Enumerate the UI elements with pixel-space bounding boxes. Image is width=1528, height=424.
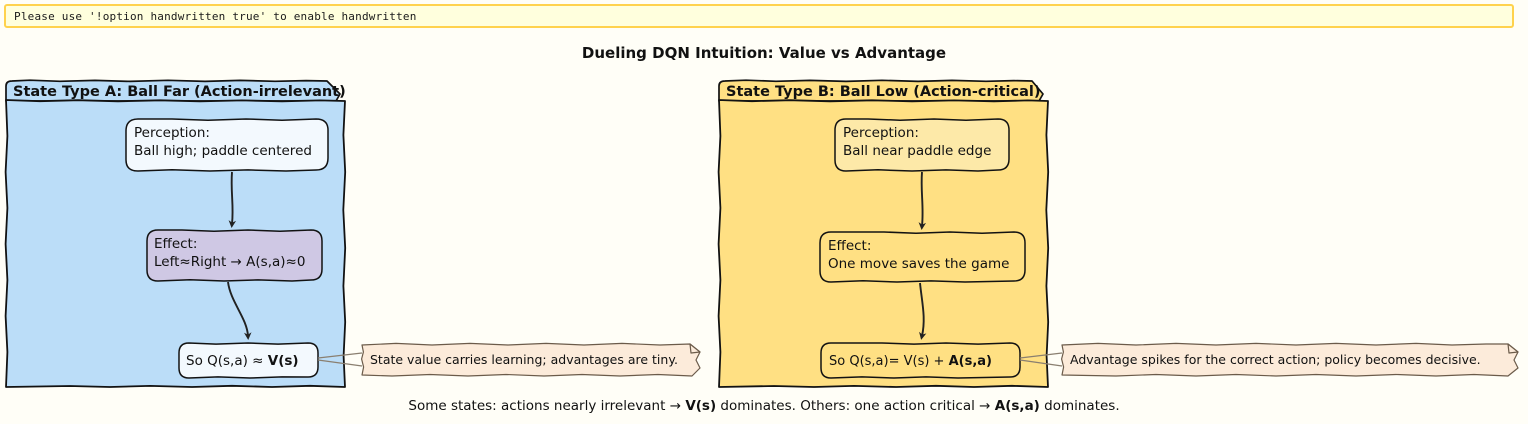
node-conclusion-a[interactable]: So Q(s,a) ≈ V(s) <box>178 342 319 379</box>
connector-conclusion-b-to-note-b <box>1019 352 1063 359</box>
node-effect-b-line1: Effect: <box>828 238 871 254</box>
panel-state-type-a[interactable]: State Type A: Ball Far (Action-irrelevan… <box>4 79 347 388</box>
node-perception-b-line2: Ball near paddle edge <box>843 143 991 159</box>
node-effect-a-shape <box>146 229 323 282</box>
arrow-perception-to-effect-a <box>228 171 237 228</box>
note-b-fold-icon <box>1507 343 1519 354</box>
node-perception-a-line1: Perception: <box>134 125 210 141</box>
panel-b-title: State Type B: Ball Low (Action-critical) <box>726 84 1040 100</box>
note-a-fold-icon <box>689 343 701 354</box>
note-b[interactable]: Advantage spikes for the correct action;… <box>1061 342 1519 377</box>
node-conclusion-b[interactable]: So Q(s,a)= V(s) + A(s,a) <box>820 342 1021 379</box>
footer-part-2: dominates. Others: one action critical → <box>716 398 995 414</box>
node-perception-a[interactable]: Perception: Ball high; paddle centered <box>125 118 329 172</box>
node-effect-b-line2: One move saves the game <box>828 256 1009 272</box>
connector-conclusion-a-to-note-a <box>317 352 363 359</box>
node-effect-b-shape <box>819 231 1026 283</box>
panel-a-title-tab <box>5 79 341 102</box>
node-perception-a-shape <box>125 118 329 172</box>
node-effect-a-line1: Effect: <box>154 236 197 252</box>
footer-caption: Some states: actions nearly irrelevant →… <box>0 398 1528 414</box>
node-perception-b-shape <box>834 118 1010 172</box>
arrow-perception-to-effect-b <box>918 171 927 230</box>
node-conclusion-a-bold: V(s) <box>268 353 299 369</box>
arrow-effect-to-conclusion-b <box>919 282 927 340</box>
note-a-shape <box>361 342 701 377</box>
node-perception-b-line1: Perception: <box>843 125 919 141</box>
note-b-shape <box>1061 342 1519 377</box>
footer-part-3: dominates. <box>1039 398 1120 414</box>
node-conclusion-b-shape <box>820 342 1021 379</box>
footer-bold-advantage: A(s,a) <box>994 398 1040 414</box>
node-perception-b[interactable]: Perception: Ball near paddle edge <box>834 118 1010 172</box>
node-conclusion-b-plain: So Q(s,a)= V(s) + <box>829 354 949 369</box>
handwritten-option-warning-banner: Please use '!option handwritten true' to… <box>4 4 1514 28</box>
node-conclusion-a-text: So Q(s,a) ≈ V(s) <box>186 353 299 369</box>
panel-b-title-tab <box>718 79 1044 102</box>
node-conclusion-a-plain: So Q(s,a) ≈ <box>186 353 268 369</box>
connector-conclusion-b-to-note-b-lower <box>1019 359 1063 367</box>
node-effect-a-line2: Left≈Right → A(s,a)≈0 <box>154 254 305 270</box>
node-conclusion-b-bold: A(s,a) <box>949 354 992 369</box>
node-conclusion-a-shape <box>178 342 319 379</box>
connector-conclusion-a-to-note-a-lower <box>317 359 363 367</box>
note-a-text: State value carries learning; advantages… <box>370 352 678 367</box>
footer-bold-value: V(s) <box>685 398 717 414</box>
arrow-effect-to-conclusion-a <box>227 281 252 340</box>
panel-a-title: State Type A: Ball Far (Action-irrelevan… <box>13 84 346 100</box>
note-a[interactable]: State value carries learning; advantages… <box>361 342 701 377</box>
node-effect-b[interactable]: Effect: One move saves the game <box>819 231 1026 283</box>
diagram-title: Dueling DQN Intuition: Value vs Advantag… <box>581 44 947 62</box>
footer-part-1: Some states: actions nearly irrelevant → <box>408 398 686 414</box>
node-effect-a[interactable]: Effect: Left≈Right → A(s,a)≈0 <box>146 229 323 282</box>
node-conclusion-b-text: So Q(s,a)= V(s) + A(s,a) <box>829 354 992 369</box>
node-perception-a-line2: Ball high; paddle centered <box>134 143 312 159</box>
warning-banner-message: Please use '!option handwritten true' to… <box>14 9 417 23</box>
panel-state-type-b[interactable]: State Type B: Ball Low (Action-critical)… <box>717 79 1050 388</box>
note-b-text: Advantage spikes for the correct action;… <box>1070 352 1481 367</box>
